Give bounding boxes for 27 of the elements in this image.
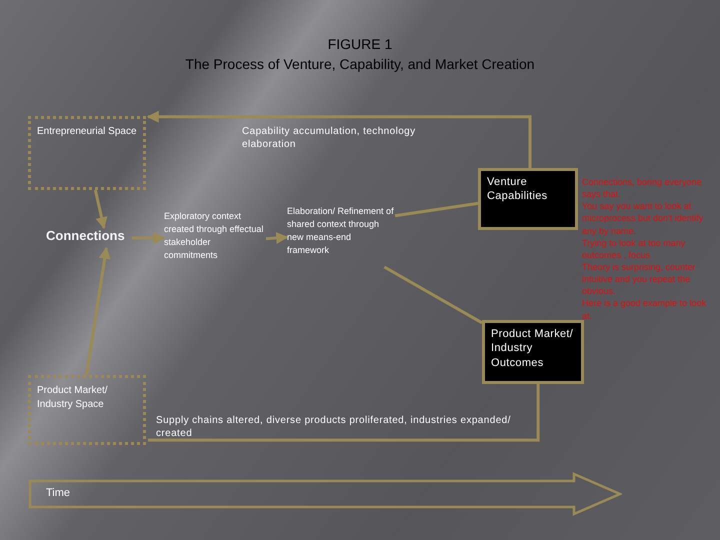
arrow	[94, 190, 108, 230]
arrow	[266, 232, 288, 244]
note: Theory is surprising, counter intuitive and you repeat the obvious.	[582, 260, 697, 298]
process-box	[482, 320, 584, 384]
note: Here is a good example to look at.	[582, 297, 708, 322]
title: The Process of Venture, Capability, and Market Creation	[184, 56, 536, 72]
note: Trying to look at too many outcomes , focus	[582, 236, 686, 261]
node-label: Connections	[46, 228, 132, 248]
figure-number: FIGURE 1	[326, 36, 394, 52]
block-arrow	[28, 472, 622, 516]
arrow	[146, 110, 532, 168]
box-label: Entrepreneurial Space	[37, 125, 137, 139]
dotted-box	[28, 375, 146, 445]
node-label: Elaboration/ Refinement of shared context through new means-end framework	[287, 205, 395, 267]
arrow-label: Time	[46, 487, 70, 499]
box-label: Product Market/ Industry Space	[37, 384, 109, 412]
edge-label: Capability accumulation, technology elaboration	[242, 125, 417, 151]
box-label: Product Market/ Industry Outcomes	[491, 327, 574, 370]
process-box	[478, 168, 578, 230]
note: Connections, boring everyone says that.	[582, 176, 703, 200]
dotted-box	[28, 116, 146, 190]
edge-label: Supply chains altered, diverse products proliferated, industries expanded/ created	[156, 414, 512, 440]
note: You say you want to look at microprocess but don't identify any by name.	[582, 200, 704, 237]
arrow	[132, 232, 166, 244]
box-label: Venture Capabilities	[487, 175, 548, 204]
arrow	[85, 246, 111, 376]
node-label: Exploratory context created through effectual stakeholder commitments	[164, 210, 266, 280]
